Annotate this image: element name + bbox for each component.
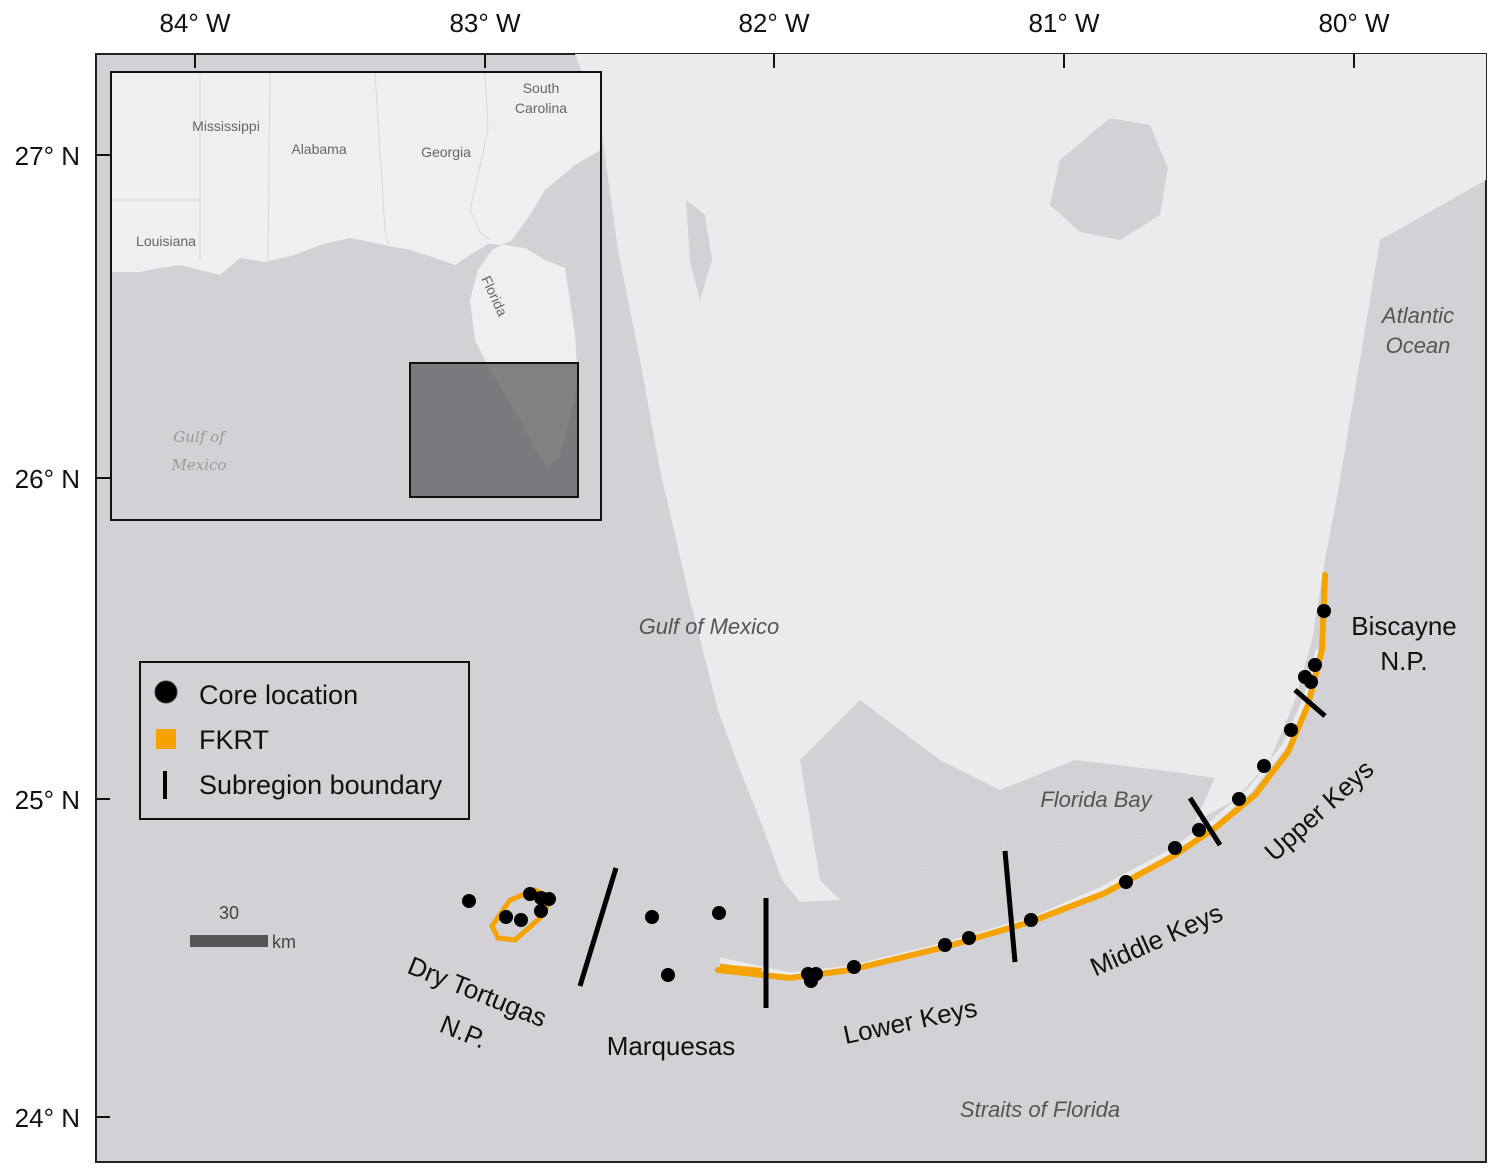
florida-mainland bbox=[96, 54, 1486, 902]
legend-core-symbol bbox=[154, 680, 178, 704]
charlotte-harbor bbox=[686, 200, 712, 300]
core-point bbox=[938, 938, 952, 952]
core-point bbox=[1024, 913, 1038, 927]
latitude-label-26n: 26° N bbox=[15, 464, 80, 494]
fkrt-marquesas-west bbox=[719, 964, 763, 972]
core-point bbox=[1192, 823, 1206, 837]
core-point bbox=[712, 906, 726, 920]
longitude-label-83w: 83° W bbox=[449, 8, 521, 38]
core-point bbox=[1308, 658, 1322, 672]
inset-louisiana: Louisiana bbox=[136, 233, 196, 249]
legend-boundary-label: Subregion boundary bbox=[199, 770, 443, 800]
legend-boundary-symbol bbox=[163, 771, 167, 799]
longitude-ticks bbox=[194, 54, 1355, 68]
inset-gulf-2: Mexico bbox=[171, 456, 227, 474]
core-point bbox=[1257, 759, 1271, 773]
legend-box bbox=[139, 661, 470, 820]
legend-fkrt-symbol bbox=[156, 729, 176, 749]
inset-study-area-box bbox=[409, 362, 579, 498]
scale-bar-unit: km bbox=[272, 932, 296, 952]
latitude-label-27n: 27° N bbox=[15, 141, 80, 171]
scale-bar-graphic bbox=[190, 935, 268, 947]
longitude-label-81w: 81° W bbox=[1028, 8, 1100, 38]
boundary-upper-biscayne bbox=[1293, 688, 1327, 718]
marquesas-label: Marquesas bbox=[607, 1031, 736, 1061]
longitude-label-84w: 84° W bbox=[159, 8, 231, 38]
longitude-label-82w: 82° W bbox=[738, 8, 810, 38]
core-point bbox=[462, 894, 476, 908]
core-point bbox=[1317, 604, 1331, 618]
inset-state-borders bbox=[111, 71, 491, 263]
boundary-middle-upper bbox=[1187, 796, 1223, 847]
longitude-label-80w: 80° W bbox=[1318, 8, 1390, 38]
core-point bbox=[514, 913, 528, 927]
scale-bar: 30 km bbox=[190, 903, 296, 952]
gulf-of-mexico-label: Gulf of Mexico bbox=[639, 614, 780, 639]
core-locations bbox=[462, 604, 1331, 988]
core-point bbox=[1119, 875, 1133, 889]
inset-gulf-1: Gulf of bbox=[173, 428, 227, 446]
subregion-boundaries bbox=[577, 688, 1327, 1008]
inset-mississippi: Mississippi bbox=[192, 118, 260, 134]
scale-bar-value: 30 bbox=[219, 903, 239, 923]
inset-south-carolina-2: Carolina bbox=[515, 100, 567, 116]
latitude-label-24n: 24° N bbox=[15, 1103, 80, 1133]
latitude-ticks bbox=[96, 154, 110, 1118]
core-point bbox=[962, 931, 976, 945]
core-point bbox=[542, 892, 556, 906]
core-point bbox=[534, 904, 548, 918]
atlantic-ocean-label-1: Atlantic bbox=[1380, 303, 1454, 328]
florida-bay-water bbox=[1000, 760, 1215, 852]
inset-georgia: Georgia bbox=[421, 144, 471, 160]
biscayne-label-1: Biscayne bbox=[1351, 611, 1457, 641]
atlantic-ocean-label-2: Ocean bbox=[1386, 333, 1451, 358]
legend-core-label: Core location bbox=[199, 680, 358, 710]
straits-of-florida-label: Straits of Florida bbox=[960, 1097, 1120, 1122]
legend-fkrt-label: FKRT bbox=[199, 725, 269, 755]
core-point bbox=[1232, 792, 1246, 806]
inset-map: Mississippi Alabama Georgia South Caroli… bbox=[110, 71, 602, 521]
core-point bbox=[1168, 841, 1182, 855]
core-point bbox=[499, 910, 513, 924]
latitude-label-25n: 25° N bbox=[15, 785, 80, 815]
core-point bbox=[847, 960, 861, 974]
ten-thousand-islands bbox=[800, 700, 1005, 900]
lake-okeechobee bbox=[1050, 118, 1168, 240]
biscayne-label-2: N.P. bbox=[1380, 646, 1427, 676]
legend: Core location FKRT Subregion boundary bbox=[139, 661, 470, 820]
florida-bay-label: Florida Bay bbox=[1040, 787, 1153, 812]
core-point bbox=[1304, 675, 1318, 689]
core-point bbox=[661, 968, 675, 982]
inset-south-carolina-1: South bbox=[523, 80, 560, 96]
core-point bbox=[804, 974, 818, 988]
boundary-lower-middle bbox=[1002, 850, 1018, 963]
boundary-tortugas-marquesas bbox=[577, 867, 619, 987]
inset-frame bbox=[110, 71, 602, 521]
core-point bbox=[523, 887, 537, 901]
core-point bbox=[1284, 723, 1298, 737]
core-point bbox=[645, 910, 659, 924]
inset-alabama: Alabama bbox=[291, 141, 346, 157]
